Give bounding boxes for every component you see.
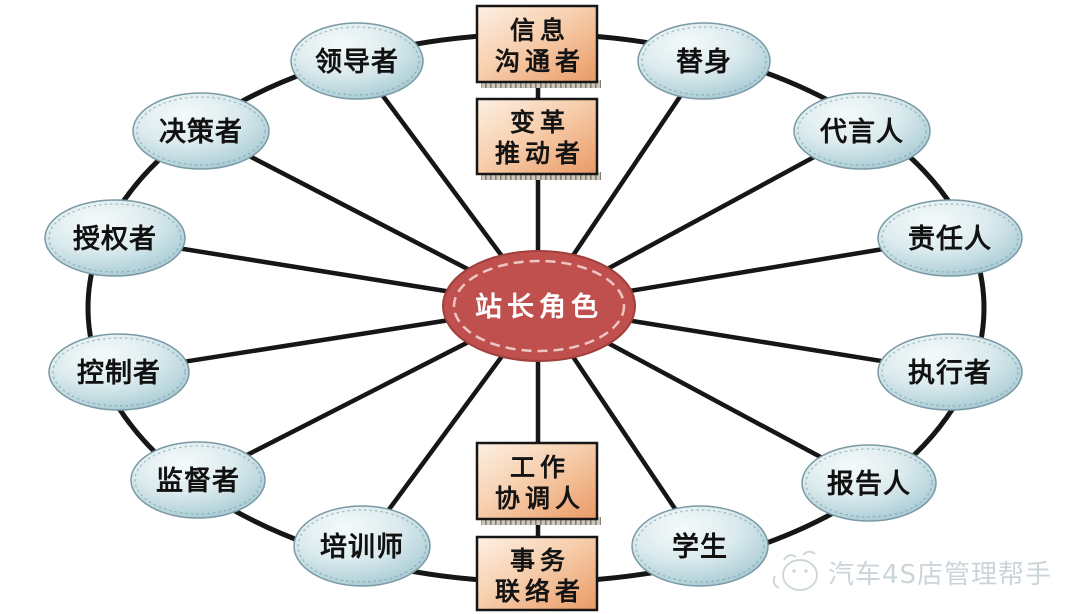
watermark: 汽车4S店管理帮手: [772, 550, 1052, 591]
node-change-promoter-shape: [475, 97, 599, 176]
node-affairs-liaison-line1: 事务: [510, 546, 570, 575]
node-change-promoter: 变革 推动者: [475, 97, 601, 180]
node-executor-shape: [877, 333, 1023, 411]
node-info-communicator-line1: 信息: [510, 16, 570, 45]
node-trainer-label: 培训师: [320, 532, 404, 563]
node-responsible-person-shape: [877, 199, 1023, 277]
node-executor-edge: [881, 337, 1019, 407]
node-spokesperson-edge: [797, 96, 927, 166]
node-affairs-liaison-shape: [475, 535, 599, 612]
node-leader-edge: [294, 26, 420, 96]
node-controller-edge: [52, 337, 186, 407]
node-substitute-edge: [641, 26, 767, 96]
node-info-communicator-shape: [475, 4, 599, 84]
car-mascot-eye-left: [792, 569, 796, 573]
node-work-coordinator-line2: 协调人: [495, 484, 585, 513]
node-trainer-shape: [293, 505, 431, 587]
node-student-label: 学生: [672, 531, 728, 563]
node-authorizer-label: 授权者: [73, 224, 157, 255]
node-controller: 控制者: [48, 333, 190, 411]
node-info-communicator-shadow: [481, 80, 601, 88]
node-substitute-shape: [637, 22, 771, 100]
node-reporter-label: 报告人: [827, 469, 911, 500]
node-supervisor-edge: [134, 445, 262, 515]
node-spokesperson-label: 代言人: [819, 117, 904, 148]
node-trainer-edge: [297, 509, 427, 583]
node-controller-shape: [48, 333, 190, 411]
node-substitute: 替身: [637, 22, 771, 100]
hub-label: 站长角色: [475, 291, 603, 323]
node-decision-maker-edge: [136, 96, 266, 166]
hub-shape: [442, 250, 636, 362]
car-mascot-tail: [772, 575, 780, 589]
car-mascot-eye-right: [804, 569, 808, 573]
node-work-coordinator-shape: [475, 441, 599, 521]
node-decision-maker: 决策者: [132, 92, 270, 170]
node-student-edge: [635, 509, 765, 583]
node-responsible-person: 责任人: [877, 199, 1023, 277]
hub-inner-dashed-ring: [452, 259, 626, 353]
node-supervisor-label: 监督者: [156, 466, 240, 497]
node-leader-label: 领导者: [315, 47, 399, 78]
node-leader: 领导者: [290, 22, 424, 100]
node-affairs-liaison-line2: 联络者: [495, 577, 585, 606]
hub-station-manager-role: 站长角色: [442, 250, 636, 362]
node-spokesperson: 代言人: [793, 92, 931, 170]
node-info-communicator-line2: 沟通者: [495, 47, 585, 76]
node-authorizer-edge: [48, 203, 182, 273]
node-authorizer-shape: [44, 199, 186, 277]
node-decision-maker-label: 决策者: [159, 116, 243, 148]
node-work-coordinator: 工作 协调人: [475, 441, 601, 525]
node-controller-label: 控制者: [77, 358, 161, 389]
node-executor-label: 执行者: [908, 357, 992, 389]
node-info-communicator: 信息 沟通者: [475, 4, 601, 88]
node-student: 学生: [631, 505, 769, 587]
node-reporter-edge: [805, 448, 933, 518]
node-decision-maker-shape: [132, 92, 270, 170]
node-reporter: 报告人: [801, 444, 937, 522]
car-mascot-ear-right: [802, 550, 816, 556]
node-responsible-person-edge: [881, 203, 1019, 273]
node-spokesperson-shape: [793, 92, 931, 170]
node-supervisor-shape: [130, 441, 266, 519]
node-change-promoter-line2: 推动者: [495, 139, 585, 168]
car-mascot-ear-left: [783, 554, 797, 561]
node-substitute-label: 替身: [676, 46, 732, 78]
node-work-coordinator-line1: 工作: [510, 453, 570, 482]
node-trainer: 培训师: [293, 505, 431, 587]
node-leader-shape: [290, 22, 424, 100]
car-mascot-icon: [772, 550, 818, 591]
node-affairs-liaison: 事务 联络者: [475, 535, 599, 612]
node-reporter-shape: [801, 444, 937, 522]
node-change-promoter-shadow: [481, 172, 601, 180]
node-work-coordinator-shadow: [481, 517, 601, 525]
car-mascot-body: [782, 559, 818, 591]
watermark-text: 汽车4S店管理帮手: [828, 560, 1052, 590]
node-responsible-person-label: 责任人: [908, 224, 992, 255]
node-supervisor: 监督者: [130, 441, 266, 519]
node-authorizer: 授权者: [44, 199, 186, 277]
node-executor: 执行者: [877, 333, 1023, 411]
node-student-shape: [631, 505, 769, 587]
node-change-promoter-line1: 变革: [510, 108, 570, 137]
